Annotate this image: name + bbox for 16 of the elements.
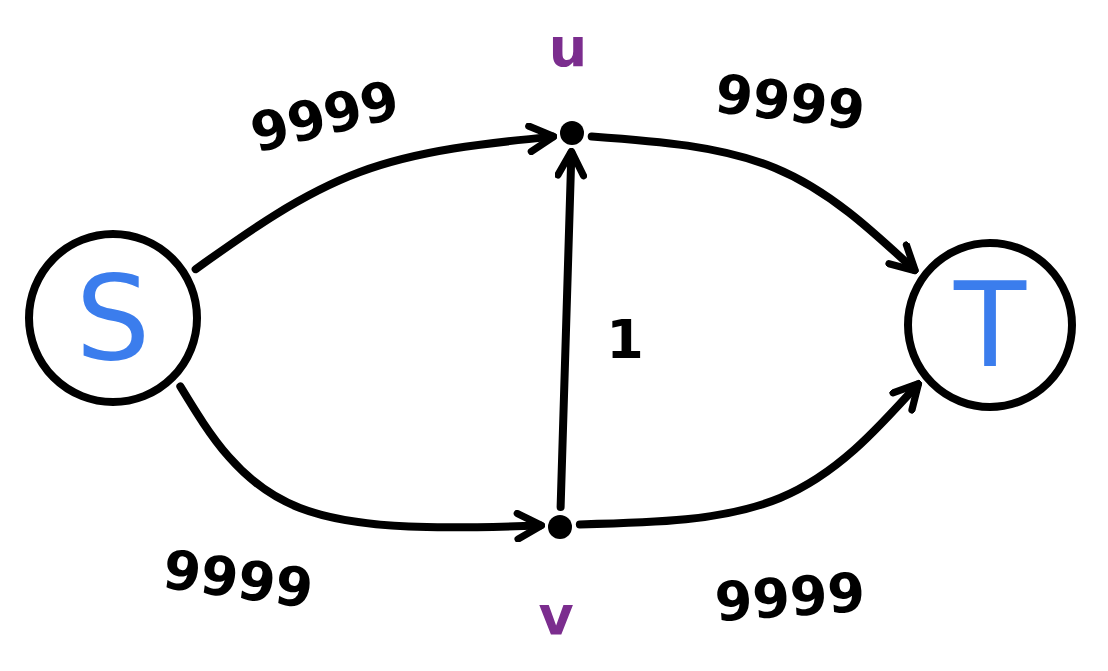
vertex-label: v [538,589,574,643]
arrow [554,147,588,511]
edge-label: 9999 [159,542,317,618]
edge-label: 1 [606,313,644,367]
edge-label: 9999 [245,72,405,162]
vertex-dot [548,515,572,539]
arrow [575,380,923,529]
edge-label: 9999 [712,67,868,139]
arrow [191,122,558,274]
node-label: T [953,266,1027,384]
edge-label: 9999 [713,565,867,631]
node-label: S [75,259,151,377]
arrow [587,132,919,275]
arrow [176,382,546,543]
vertex-label: u [548,21,588,75]
vertex-dot [560,121,584,145]
